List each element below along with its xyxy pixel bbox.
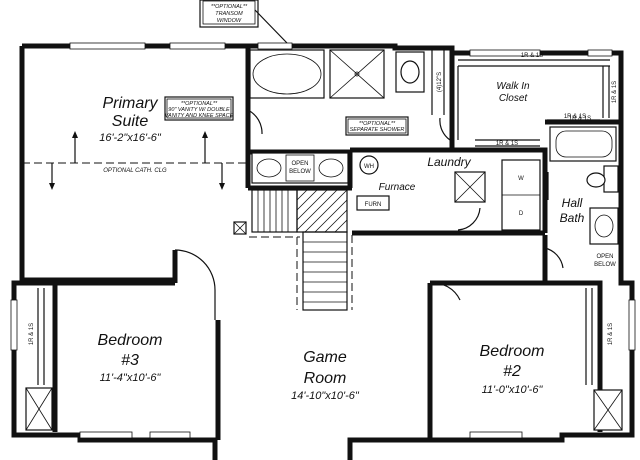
hall-bath-vanity bbox=[589, 207, 619, 245]
bedroom2-dims: 11'-0"x10'-6" bbox=[482, 384, 544, 396]
game-room: Game Room 14'-10"x10'-6" bbox=[291, 282, 461, 402]
shower-note-line1: **OPTIONAL** bbox=[359, 121, 396, 127]
suite-door-swing bbox=[247, 109, 263, 135]
hall-bath-shelf: 1R & 1S bbox=[569, 116, 591, 122]
bedroom2-name-2: #2 bbox=[503, 363, 521, 380]
stair-landing-hatch bbox=[296, 189, 348, 233]
open-below-bath-1: OPEN bbox=[596, 254, 613, 260]
stairs bbox=[233, 189, 353, 311]
toilet bbox=[400, 60, 420, 84]
optional-ceiling-note: OPTIONAL CATH. CLG bbox=[103, 168, 167, 174]
water-heater bbox=[359, 155, 379, 175]
open-below-vanity-2: BELOW bbox=[289, 169, 311, 175]
vanity-note-line1: **OPTIONAL** bbox=[181, 101, 218, 107]
bedroom3-name-2: #3 bbox=[121, 352, 139, 369]
linen-shelf-label: (4)12"S bbox=[437, 72, 443, 92]
bedroom3-dims: 11'-4"x10'-6" bbox=[100, 372, 162, 384]
open-below-bath-2: BELOW bbox=[594, 262, 616, 268]
hall-bath-name-1: Hall bbox=[562, 196, 583, 210]
closet-shelf-right: 1R & 1S bbox=[612, 81, 618, 103]
game-room-name-1: Game bbox=[303, 349, 347, 366]
furnace-label: FURN bbox=[365, 202, 382, 208]
bedroom-3: Bedroom #3 11'-4"x10'-6" 1R & 1S bbox=[25, 249, 216, 431]
laundry-furnace: Laundry W D WH Furnace FURN bbox=[356, 155, 541, 231]
game-room-dims: 14'-10"x10'-6" bbox=[291, 390, 360, 402]
tub bbox=[249, 49, 325, 99]
vanity bbox=[251, 152, 349, 184]
transom-note-line2: TRANSOM bbox=[215, 11, 243, 17]
game-room-name-2: Room bbox=[304, 370, 347, 387]
bedroom3-shelf: 1R & 1S bbox=[29, 323, 35, 345]
open-below-vanity-1: OPEN bbox=[291, 161, 308, 167]
bedroom3-name-1: Bedroom bbox=[98, 332, 163, 349]
primary-suite-dims: 16'-2"x16'-6" bbox=[99, 132, 162, 144]
walk-in-closet-name-1: Walk In bbox=[496, 81, 530, 92]
furnace-name: Furnace bbox=[379, 182, 416, 193]
closet-shelf-bottom: 1R & 1S bbox=[564, 114, 586, 120]
hall-bath-toilet-tank bbox=[603, 165, 619, 193]
ceiling-arrows bbox=[49, 131, 225, 190]
svg-text:D: D bbox=[519, 211, 524, 217]
hall-bath-name-2: Bath bbox=[560, 211, 585, 225]
laundry-name: Laundry bbox=[427, 155, 471, 169]
interior-walls bbox=[22, 46, 621, 440]
closet-shelf-top: 1R & 1S bbox=[521, 53, 543, 59]
shower-note-line2: SEPARATE SHOWER bbox=[350, 127, 405, 133]
shower-note: **OPTIONAL** SEPARATE SHOWER bbox=[345, 116, 409, 136]
vanity-note: **OPTIONAL** 90" VANITY W/ DOUBLE VANITY… bbox=[164, 96, 234, 121]
tub-basin bbox=[252, 53, 322, 95]
primary-suite-name-2: Suite bbox=[112, 113, 149, 130]
vanity-note-line2: 90" VANITY W/ DOUBLE bbox=[168, 107, 230, 113]
furnace-unit bbox=[356, 195, 390, 211]
vanity-note-line3: VANITY AND KNEE SPACE bbox=[165, 113, 234, 119]
hall-bath: 1R & 1S Hall Bath OPEN BELOW bbox=[544, 116, 619, 269]
walk-in-closet-name-2: Closet bbox=[499, 93, 529, 104]
primary-suite: Primary Suite 16'-2"x16'-6" OPTIONAL CAT… bbox=[22, 95, 263, 190]
walk-in-closet: 1R & 1S 1R & 1S 1R & 1S 1R & 1S Walk In … bbox=[457, 53, 618, 147]
bedroom2-name-1: Bedroom bbox=[480, 343, 545, 360]
windows bbox=[10, 42, 636, 439]
exterior-walls bbox=[11, 43, 635, 460]
transom-window-note: **OPTIONAL** TRANSOM WINDOW bbox=[199, 0, 288, 44]
transom-note-line1: **OPTIONAL** bbox=[211, 4, 248, 10]
transom-note-line3: WINDOW bbox=[217, 18, 242, 24]
bedroom-2: Bedroom #2 11'-0"x10'-6" 1R & 1S bbox=[480, 288, 623, 431]
bedroom2-shelf: 1R & 1S bbox=[608, 323, 614, 345]
svg-text:W: W bbox=[518, 176, 524, 182]
hall-bath-toilet bbox=[586, 172, 606, 188]
closet-shelf-mid: 1R & 1S bbox=[496, 141, 518, 147]
water-heater-label: WH bbox=[364, 164, 374, 170]
primary-bath: **OPTIONAL** SEPARATE SHOWER (4)12"S OPE… bbox=[249, 48, 451, 184]
primary-suite-name-1: Primary bbox=[102, 95, 158, 112]
